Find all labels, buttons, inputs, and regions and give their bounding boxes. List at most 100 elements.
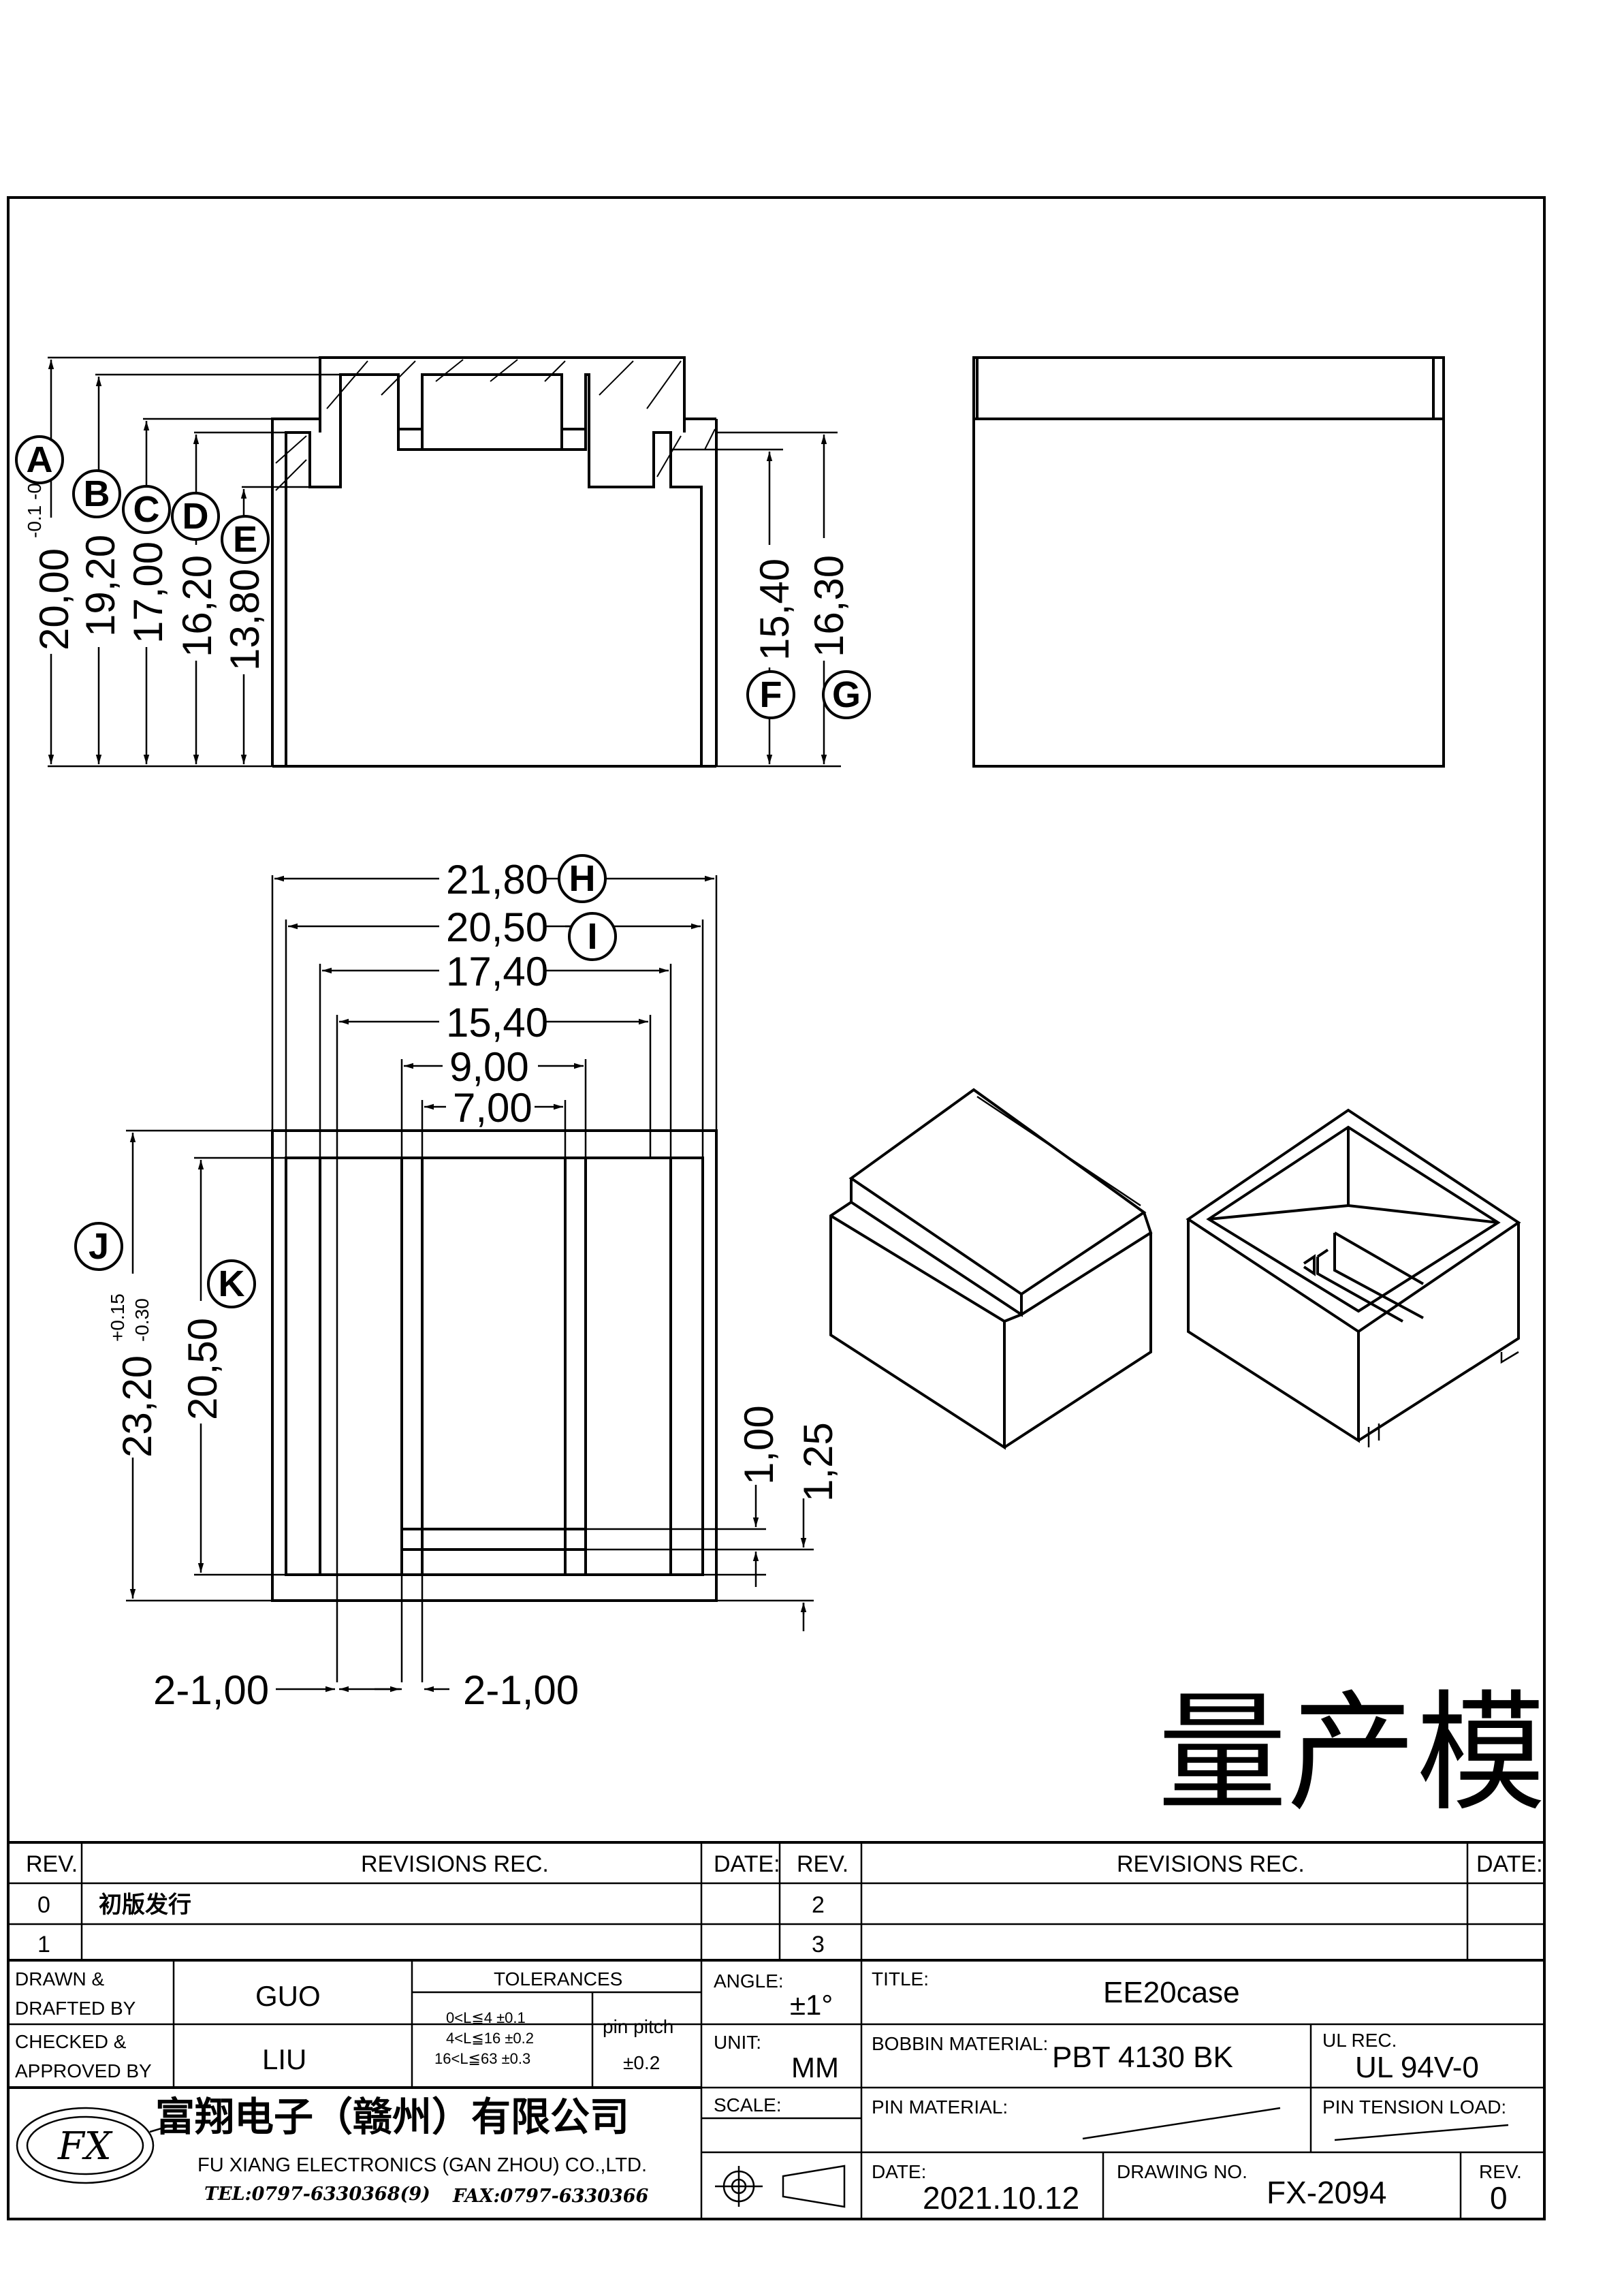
dim-J: 23,20 (114, 1355, 160, 1458)
dim-width-17-40: 17,40 (446, 949, 548, 994)
dim-I: 20,50 (446, 905, 548, 950)
date-header-left: DATE: (714, 1851, 780, 1877)
svg-text:E: E (233, 519, 257, 560)
company-name-en: FU XIANG ELECTRONICS (GAN ZHOU) CO.,LTD. (197, 2154, 647, 2176)
dim-slot-1-00: 1,00 (736, 1405, 782, 1485)
dim-J-tol-minus: -0.30 (131, 1298, 153, 1342)
rev-3: 3 (812, 1932, 825, 1957)
bobbin-material-value: PBT 4130 BK (1052, 2041, 1233, 2074)
drawn-by-value: GUO (255, 1980, 321, 2012)
svg-text:G: G (832, 674, 861, 715)
dim-width-9-00: 9,00 (449, 1044, 529, 1090)
isometric-open-view (1186, 1108, 1521, 1447)
unit-label: UNIT: (714, 2032, 761, 2053)
pin-material-label: PIN MATERIAL: (872, 2096, 1008, 2118)
dim-E: 13,80 (222, 569, 268, 671)
isometric-closed-view (829, 1088, 1153, 1450)
drawing-no-value: FX-2094 (1267, 2175, 1386, 2210)
angle-label: ANGLE: (714, 1970, 784, 1992)
bubble-A: A (15, 435, 64, 484)
date-label: DATE: (872, 2161, 926, 2182)
svg-text:FX: FX (57, 2124, 113, 2169)
checked-label-2: APPROVED BY (15, 2060, 152, 2081)
drawing-no-label: DRAWING NO. (1117, 2161, 1247, 2182)
svg-text:D: D (182, 496, 209, 537)
revisions-header-left: REVISIONS REC. (361, 1851, 549, 1877)
pin-dimensions: 2-1,00 2-1,00 (153, 1667, 579, 1713)
svg-text:I: I (587, 916, 597, 957)
dim-D: 16,20 (174, 555, 220, 657)
front-vertical-dimensions: 20,00 -0.1 -0.2 19,20 17,00 16,20 13,80 (24, 356, 340, 768)
ul-rec-label: UL REC. (1322, 2030, 1397, 2051)
rev-header-left: REV. (26, 1851, 78, 1877)
bubble-B: B (72, 469, 121, 518)
top-height-dimensions: 23,20 +0.15 -0.30 20,50 (107, 1129, 286, 1602)
rev-0: 0 (37, 1892, 50, 1918)
bobbin-material-label: BOBBIN MATERIAL: (872, 2033, 1048, 2054)
date-value: 2021.10.12 (923, 2180, 1079, 2216)
dim-K: 20,50 (180, 1318, 225, 1420)
bubble-E: E (221, 515, 270, 564)
dim-A: 20,00 (31, 548, 77, 650)
ul-rec-value: UL 94V-0 (1355, 2051, 1479, 2084)
company-tel: TEL:0797-6330368(9) (204, 2184, 430, 2205)
rev-header-right: REV. (797, 1851, 848, 1877)
dim-pin-right: 2-1,00 (463, 1667, 579, 1713)
drawing-frame (7, 196, 1546, 2220)
drawn-label-1: DRAWN & (15, 1968, 105, 1990)
tolerance-2: 4<L≦16 ±0.2 (446, 2030, 534, 2047)
bubble-J: J (74, 1222, 123, 1271)
company-logo: FX (16, 2107, 178, 2184)
scale-label: SCALE: (714, 2094, 782, 2116)
svg-text:A: A (27, 439, 53, 480)
revisions-header-right: REVISIONS REC. (1117, 1851, 1305, 1877)
slot-dimensions: 1,00 1,25 (586, 1405, 841, 1631)
dim-C: 17,00 (125, 541, 171, 644)
dim-B: 19,20 (78, 535, 123, 637)
bubble-D: D (171, 492, 220, 541)
bubble-G: G (822, 670, 871, 719)
bubble-I: I (568, 912, 617, 961)
top-view (271, 1129, 718, 1602)
rev-label: REV. (1479, 2161, 1522, 2182)
tolerances-label: TOLERANCES (494, 1968, 622, 1990)
tolerance-1: 0<L≦4 ±0.1 (446, 2009, 526, 2026)
bubble-K: K (207, 1259, 256, 1308)
company-name-cn: 富翔电子（赣州）有限公司 (155, 2095, 629, 2139)
top-width-dimensions: 21,80 20,50 17,40 15,40 9,00 7,00 (271, 857, 718, 1682)
title-value: EE20case (1103, 1976, 1240, 2009)
unit-value: MM (791, 2051, 839, 2083)
rev-1: 1 (37, 1932, 50, 1957)
rev-0-description: 初版发行 (99, 1892, 191, 1918)
bubble-F: F (746, 670, 795, 719)
svg-text:C: C (133, 489, 160, 530)
dim-pin-left: 2-1,00 (153, 1667, 269, 1713)
bubble-H: H (558, 854, 607, 903)
dim-H: 21,80 (446, 857, 548, 902)
dim-slot-1-25: 1,25 (795, 1422, 841, 1502)
checked-label-1: CHECKED & (15, 2031, 127, 2052)
drawn-label-2: DRAFTED BY (15, 1998, 136, 2019)
title-block: REV. REVISIONS REC. DATE: REV. REVISIONS… (8, 1841, 1544, 2219)
dim-G: 16,30 (806, 555, 852, 657)
svg-text:H: H (569, 858, 596, 899)
rev-2: 2 (812, 1892, 825, 1918)
pin-pitch-label: pin pitch (603, 2016, 673, 2037)
date-header-right: DATE: (1476, 1851, 1543, 1877)
tolerance-3: 16<L≦63 ±0.3 (434, 2050, 530, 2067)
projection-symbol-icon (715, 2165, 846, 2208)
pin-pitch-value: ±0.2 (623, 2052, 660, 2073)
dim-width-15-40: 15,40 (446, 1000, 548, 1045)
angle-value: ±1° (790, 1989, 833, 2021)
production-stamp: 量产模 (1158, 1678, 1546, 1829)
front-section-view (271, 356, 718, 768)
svg-text:F: F (760, 674, 782, 715)
side-view (972, 356, 1445, 768)
checked-by-value: LIU (262, 2043, 306, 2075)
svg-text:B: B (84, 473, 110, 514)
svg-text:J: J (89, 1226, 109, 1267)
bubble-C: C (122, 485, 171, 534)
svg-text:K: K (219, 1263, 245, 1304)
dim-J-tol-plus: +0.15 (107, 1293, 128, 1342)
